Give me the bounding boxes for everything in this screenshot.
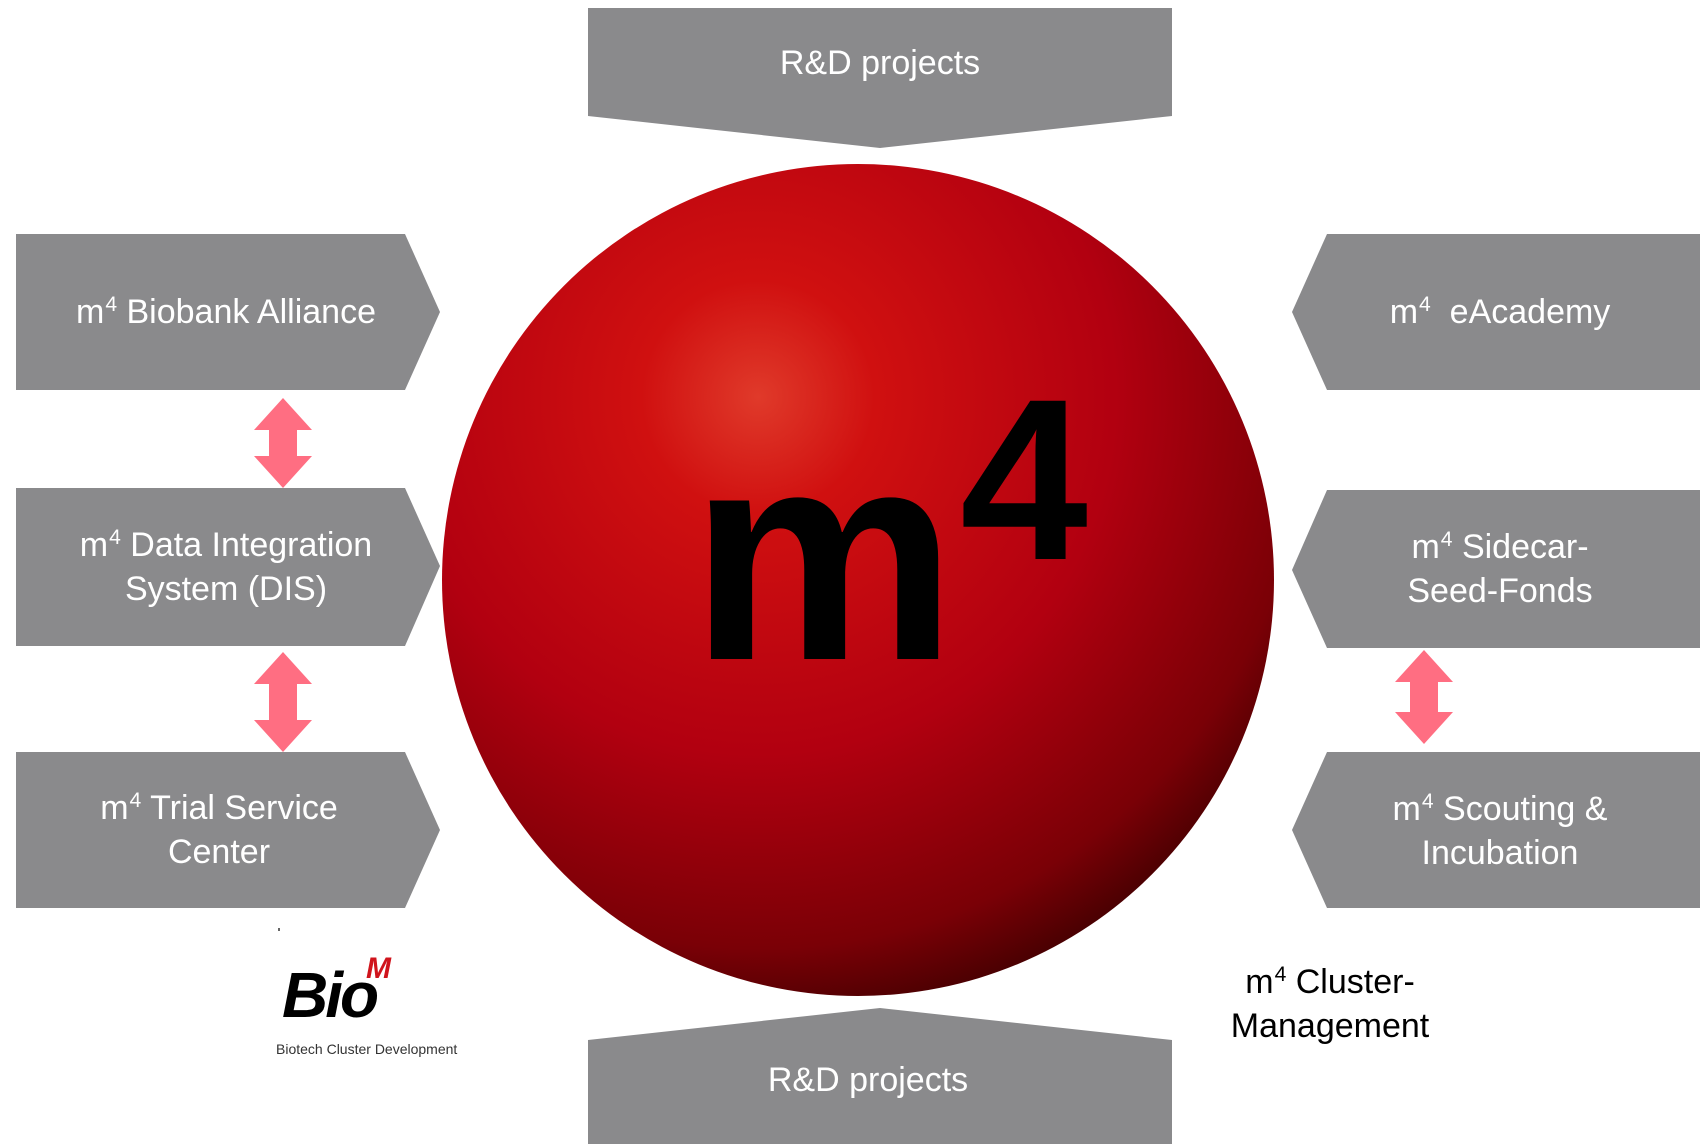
m4-prefix: m (75, 293, 105, 331)
left-label-biobank: m4 Biobank Alliance (16, 234, 436, 390)
trial-text-line2: Center (167, 833, 271, 871)
logo-m-superscript: M (366, 952, 391, 985)
bottom-rd-label: R&D projects (588, 1040, 1148, 1120)
scouting-text-line1: Scouting & (1433, 790, 1608, 828)
right-label-scouting: m4 Scouting & Incubation (1300, 752, 1700, 910)
right-label-eacademy: m4 eAcademy (1300, 234, 1700, 390)
m4-prefix: m (1245, 963, 1274, 1001)
double-arrow-left-bottom (254, 652, 312, 752)
m4-prefix: m (100, 789, 129, 827)
left-box-dis (16, 488, 440, 646)
cluster-text-line1: Cluster- (1286, 963, 1415, 1001)
right-box-sidecar (1292, 490, 1700, 648)
top-rd-label: R&D projects (588, 8, 1172, 118)
cluster-management-label: m4 Cluster- Management (1200, 960, 1460, 1048)
trial-text-line1: Trial Service (141, 789, 338, 827)
logo-bio-word: Bio (282, 959, 379, 1031)
double-arrow-right (1395, 650, 1453, 744)
m4-prefix: m (79, 526, 109, 564)
scouting-text-line2: Incubation (1421, 834, 1579, 872)
left-box-trial (16, 752, 440, 908)
dis-text-line2: System (DIS) (124, 570, 328, 608)
m4-superscript: 4 (1274, 963, 1287, 987)
left-box-biobank (16, 234, 440, 390)
logo-tagline: Biotech Cluster Development (276, 1041, 458, 1057)
small-dot (278, 928, 280, 931)
biom-logo: Bio M Biotech Cluster Development (272, 954, 457, 1080)
right-box-eacademy (1292, 234, 1700, 390)
double-arrow-left-top (254, 398, 312, 488)
m4-superscript: 4 (1440, 528, 1453, 552)
dis-text-line1: Data Integration (120, 526, 373, 564)
m4-superscript: 4 (1419, 293, 1431, 317)
center-m4-mark: m 4 (690, 365, 1130, 723)
left-label-trial: m4 Trial Service Center (16, 752, 422, 908)
right-label-sidecar: m4 Sidecar- Seed-Fonds (1300, 490, 1700, 648)
center-m-letter: m (690, 387, 957, 723)
sidecar-text-line2: Seed-Fonds (1407, 572, 1593, 610)
biobank-text: Biobank Alliance (117, 293, 376, 331)
top-rd-text: R&D projects (779, 44, 981, 82)
center-exponent: 4 (960, 351, 1088, 608)
m4-superscript: 4 (105, 293, 118, 317)
top-rd-box (588, 8, 1172, 148)
bottom-rd-text: R&D projects (767, 1061, 969, 1099)
m4-sphere (442, 164, 1274, 996)
m4-superscript: 4 (109, 526, 121, 550)
m4-prefix: m (1389, 293, 1419, 331)
left-label-dis: m4 Data Integration System (DIS) (16, 488, 436, 646)
bottom-rd-box (588, 1008, 1172, 1144)
cluster-text-line2: Management (1230, 1007, 1430, 1045)
right-box-scouting (1292, 752, 1700, 908)
eacademy-text: eAcademy (1430, 293, 1611, 331)
m4-prefix: m (1392, 790, 1421, 828)
m4-superscript: 4 (129, 789, 142, 813)
m4-prefix: m (1411, 528, 1440, 566)
sidecar-text-line1: Sidecar- (1452, 528, 1589, 566)
m4-superscript: 4 (1421, 790, 1434, 814)
